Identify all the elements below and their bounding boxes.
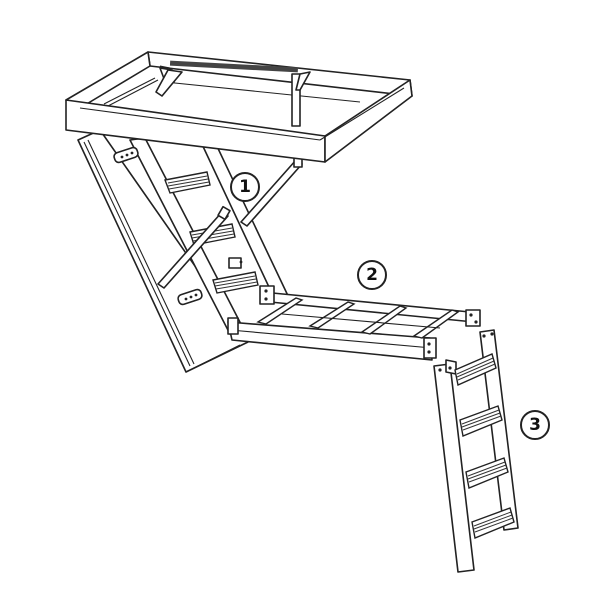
hatch-frame-box — [65, 51, 413, 163]
section-label-3: 3 — [520, 410, 550, 440]
section-label-1: 1 — [230, 172, 260, 202]
ladder-section-2 — [227, 285, 481, 361]
ladder-section-3 — [433, 329, 519, 573]
support-struts — [157, 154, 303, 289]
section-label-2: 2 — [357, 260, 387, 290]
